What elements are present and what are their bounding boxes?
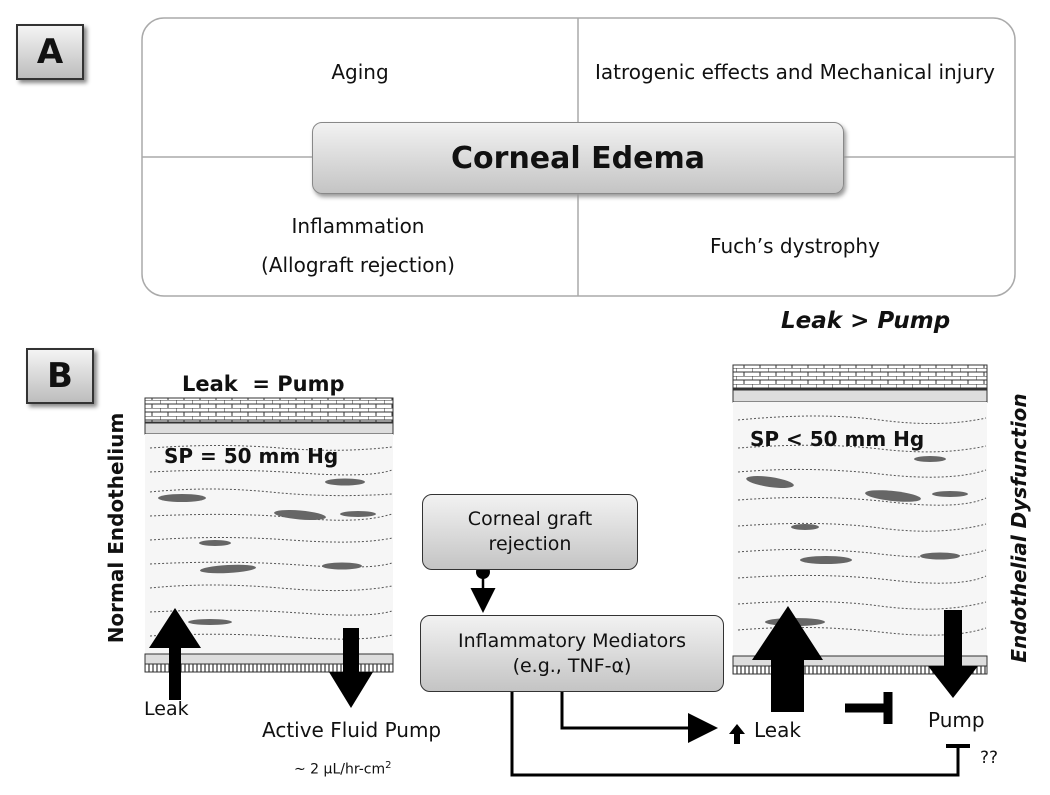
dysfunction-pump-label: Pump <box>928 708 985 732</box>
pump-rate-unit: μL/hr-cm <box>323 761 386 778</box>
mediators-to-leak-arrow <box>560 690 718 743</box>
corneal-graft-rejection-box: Corneal graft rejection <box>422 494 638 570</box>
quadrant-inflammation: Inflammation <box>291 214 425 238</box>
normal-epithelium <box>144 397 394 423</box>
pump-rate-exponent: 2 <box>385 760 392 771</box>
normal-cornea <box>144 397 394 708</box>
leak-greater-than-pump: Leak > Pump <box>781 308 951 334</box>
dysfunction-epithelium <box>732 364 988 390</box>
corneal-edema-title: Corneal Edema <box>451 140 705 176</box>
dysfunction-keratocytes <box>746 456 968 626</box>
dysfunction-leak-arrow <box>752 606 823 712</box>
normal-pump-label: Active Fluid Pump <box>262 718 442 742</box>
quadrant-fuchs: Fuch’s dystrophy <box>710 234 880 258</box>
graft-line2: rejection <box>488 533 572 555</box>
leak-increase-arrow <box>729 724 745 744</box>
mediators-line1: Inflammatory Mediators <box>458 629 686 652</box>
graft-line1: Corneal graft <box>467 508 593 530</box>
mediators-line2: (e.g., TNF-α) <box>512 654 632 677</box>
normal-keratocytes <box>158 478 376 625</box>
dysfunction-pressure-label: SP < 50 mm Hg <box>750 427 925 451</box>
quadrant-aging: Aging <box>331 60 389 84</box>
leak-equals-pump: Leak = Pump <box>182 372 345 396</box>
inflammatory-mediators-box: Inflammatory Mediators (e.g., TNF-α) <box>420 615 724 692</box>
pump-rate-label: ~ 2 μL/hr-cm2 <box>294 760 391 778</box>
normal-leak-label: Leak <box>144 698 189 720</box>
dysfunction-cornea <box>732 364 988 712</box>
normal-endothelium-layer <box>144 663 394 673</box>
pump-rate-prefix: ~ 2 <box>294 761 324 778</box>
panel-a-label: A <box>16 24 84 80</box>
normal-pressure-label: SP = 50 mm Hg <box>164 444 339 468</box>
panel-b-label: B <box>26 348 94 404</box>
panel-a-label-text: A <box>36 32 64 72</box>
corneal-edema-box: Corneal Edema <box>312 122 844 194</box>
normal-endothelium-side-label: Normal Endothelium <box>104 412 128 644</box>
quadrant-allograft: (Allograft rejection) <box>261 253 455 277</box>
dysfunction-leak-label: Leak <box>754 718 801 742</box>
panel-b-label-text: B <box>47 356 73 396</box>
normal-pump-arrow <box>329 628 373 708</box>
normal-leak-arrow <box>149 608 201 700</box>
dysfunction-side-label: Endothelial Dysfunction <box>1007 393 1031 663</box>
unknown-effect-label: ?? <box>980 748 999 768</box>
dysfunction-endothelium-layer <box>732 665 988 675</box>
mediators-to-pump-inhibition-line <box>510 690 960 777</box>
dysfunction-bowman-layer <box>732 389 988 403</box>
normal-bowman-layer <box>144 422 394 435</box>
dysfunction-pump-arrow <box>928 610 978 698</box>
quadrant-iatrogenic: Iatrogenic effects and Mechanical injury <box>595 60 995 84</box>
